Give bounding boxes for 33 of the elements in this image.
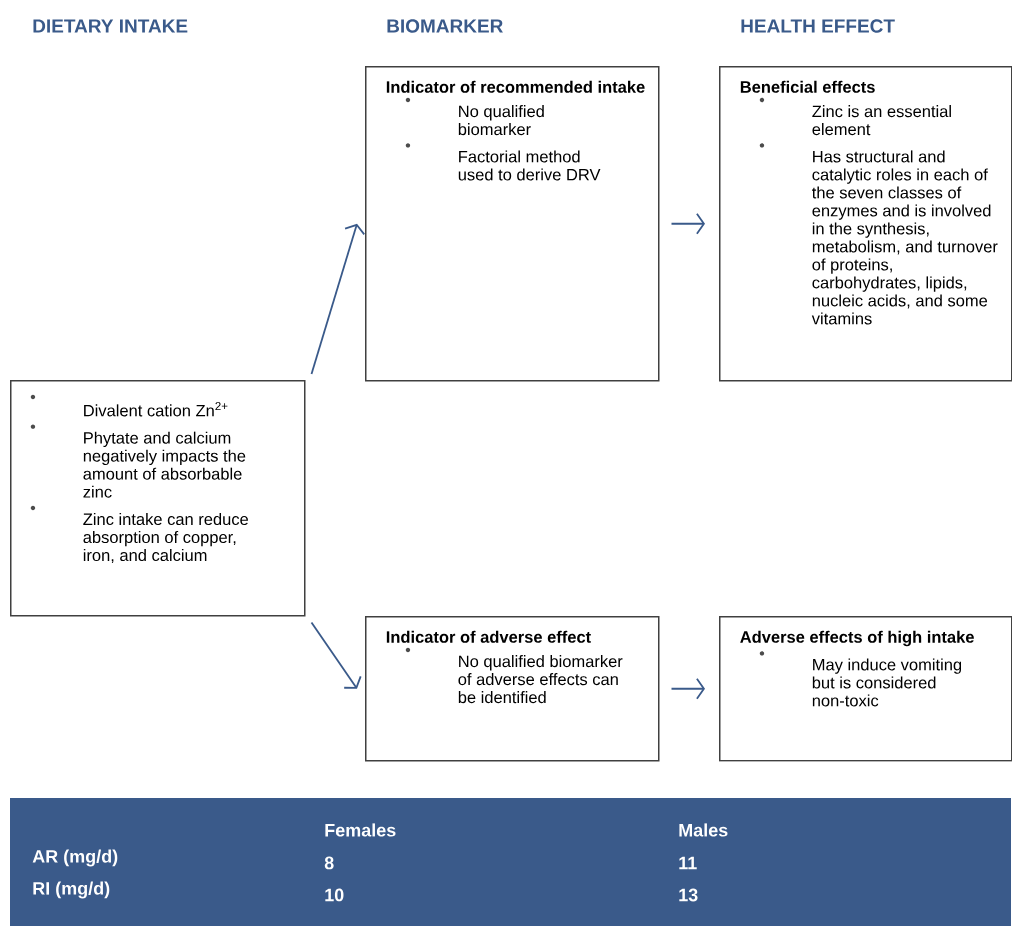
arrow: [670, 677, 705, 700]
box-heading: Adverse effects of high intake: [740, 630, 974, 647]
bullet-item: May induce vomiting but is considered non-toxic: [759, 651, 962, 707]
text-box: [719, 66, 1012, 382]
arrow: [310, 223, 366, 375]
table-text: 10: [325, 888, 344, 902]
table-text: 11: [679, 856, 697, 870]
column-heading: DIETARY INTAKE: [33, 19, 188, 33]
text-box: [719, 616, 1012, 762]
text-box: [365, 66, 660, 382]
column-heading: HEALTH EFFECT: [741, 19, 895, 33]
table-text: Females: [325, 823, 396, 837]
text-box: [10, 380, 306, 617]
table-text: RI (mg/d): [33, 881, 110, 899]
bullet-item: No qualified biomarker of adverse effects can be identified: [405, 647, 623, 704]
bullet-item: Phytate and calcium negatively impacts the amount of absorbable zinc: [30, 424, 246, 498]
table-text: AR (mg/d): [32, 849, 118, 867]
box-heading: Indicator of adverse effect: [386, 630, 591, 643]
bullet-item: Zinc intake can reduce absorption of copper, iron, and calcium: [30, 505, 248, 564]
table-text: Males: [679, 823, 728, 837]
table-text: 8: [324, 856, 334, 870]
bullet-item: Factorial method used to derive DRV: [405, 143, 601, 181]
bullet-item: No qualified biomarker: [405, 97, 544, 136]
box-heading: Beneficial effects: [740, 80, 875, 93]
box-heading: Indicator of recommended intake: [386, 80, 645, 93]
bullet-item: Divalent cation Zn$^{2+}$: [30, 394, 228, 417]
bullet-item: Zinc is an essential element: [759, 97, 951, 136]
bullet-item: Has structural and catalytic roles in each of the seven classes of enzymes and is involved in the synthesis, metabolism, and turnover of proteins, carbohydrates, lipids, nucleic acids, and some vitamins: [759, 143, 998, 325]
text-box: [365, 616, 660, 762]
column-heading: BIOMARKER: [387, 19, 503, 33]
arrow: [310, 621, 362, 689]
table-text: 13: [679, 888, 698, 902]
arrow: [670, 212, 705, 235]
